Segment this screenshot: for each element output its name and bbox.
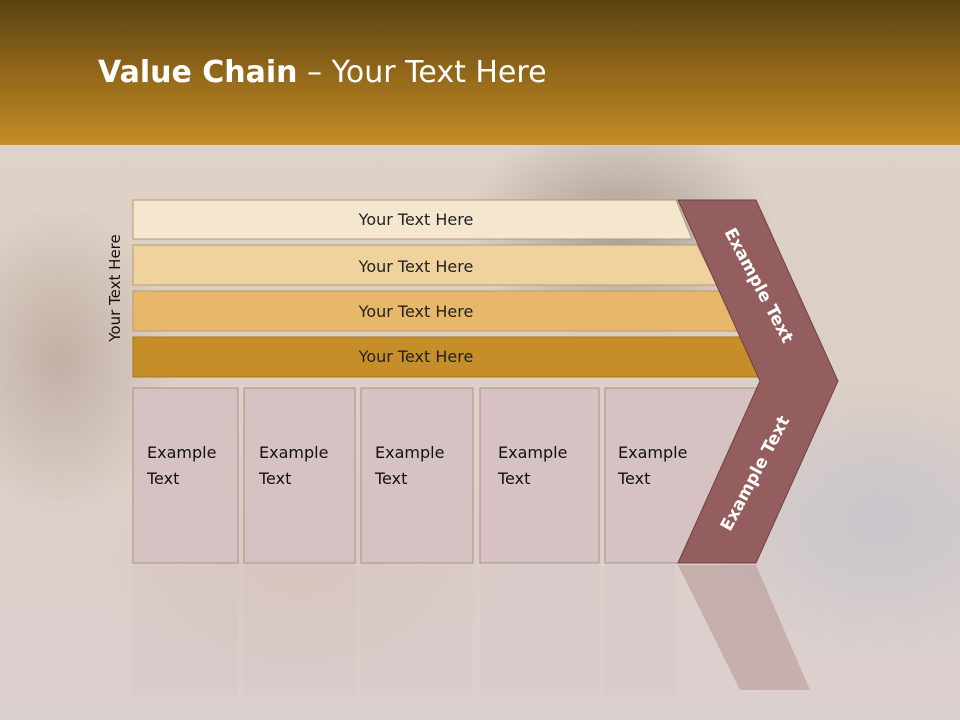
title-rest: – Your Text Here bbox=[297, 55, 547, 90]
box-1-line2: Text bbox=[147, 469, 180, 488]
box-2-line2: Text bbox=[259, 469, 292, 488]
box-5-line1: Example bbox=[618, 443, 688, 462]
box-3 bbox=[360, 387, 474, 564]
box-1-text: Example Text bbox=[147, 440, 216, 492]
box-4-text: Example Text bbox=[498, 440, 567, 492]
diagram-reflection bbox=[133, 565, 810, 695]
slide-title: Value Chain – Your Text Here bbox=[98, 55, 547, 90]
box-5-text: Example Text bbox=[618, 440, 687, 492]
band-2-label: Your Text Here bbox=[358, 257, 474, 276]
band-4-label: Your Text Here bbox=[358, 347, 474, 366]
chevron-arrow bbox=[677, 199, 839, 564]
box-1-line1: Example bbox=[147, 443, 217, 462]
box-2 bbox=[243, 387, 356, 564]
box-1 bbox=[132, 387, 239, 564]
box-4-line2: Text bbox=[498, 469, 531, 488]
box-4 bbox=[479, 387, 600, 564]
box-2-line1: Example bbox=[259, 443, 329, 462]
box-2-text: Example Text bbox=[259, 440, 328, 492]
band-3-label: Your Text Here bbox=[358, 302, 474, 321]
title-bold: Value Chain bbox=[98, 55, 298, 90]
box-3-text: Example Text bbox=[375, 440, 444, 492]
band-1-label: Your Text Here bbox=[358, 210, 474, 229]
title-bar: Value Chain – Your Text Here bbox=[0, 0, 960, 145]
box-3-line2: Text bbox=[375, 469, 408, 488]
band-1 bbox=[132, 199, 693, 240]
box-3-line1: Example bbox=[375, 443, 445, 462]
box-5-line2: Text bbox=[618, 469, 651, 488]
box-4-line1: Example bbox=[498, 443, 568, 462]
